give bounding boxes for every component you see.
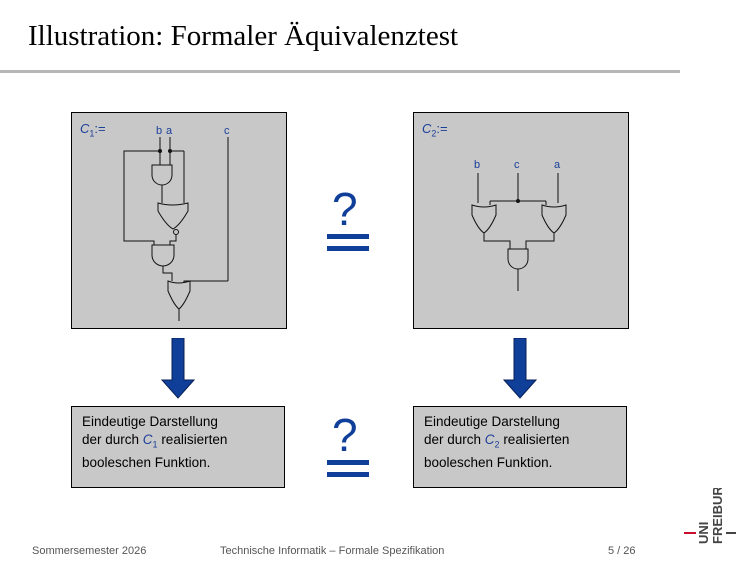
- circuit-2-or-gate-left: [471, 204, 497, 234]
- arrow-down-icon-right: [502, 338, 538, 399]
- logo-line-2: FREIBURG: [710, 488, 725, 544]
- bottom-equal-bar-upper: [327, 460, 369, 465]
- circuit-1-input-c: c: [224, 125, 230, 137]
- circuit-1-box: C1:= b a c: [71, 112, 287, 329]
- result-1-line-2: der durch C1 realisierten: [82, 431, 274, 454]
- result-1-line-2-post: realisierten: [157, 432, 228, 447]
- top-question-mark: ?: [332, 183, 358, 235]
- result-2-circuit-sub: 2: [494, 439, 500, 450]
- result-2-line-1: Eindeutige Darstellung: [424, 414, 560, 429]
- circuit-2-input-b: b: [474, 159, 480, 171]
- circuit-2-input-c: c: [514, 159, 520, 171]
- top-equal-bar-upper: [327, 234, 369, 239]
- result-2-line-2-post: realisierten: [499, 432, 570, 447]
- result-1-circuit-ref: C1: [142, 432, 158, 450]
- circuit-1-label-assign: :=: [94, 121, 106, 136]
- slide-title: Illustration: Formaler Äquivalenztest: [28, 20, 459, 52]
- circuit-2-and-gate-bottom: [507, 248, 529, 270]
- circuit-1-and-gate-3: [151, 244, 175, 267]
- circuit-2-input-a: a: [554, 159, 561, 171]
- result-1-circuit-var: C: [142, 432, 153, 447]
- result-2-circuit-var: C: [484, 432, 495, 447]
- title-rule: [0, 70, 680, 73]
- footer-course: Technische Informatik – Formale Spezifik…: [220, 545, 445, 557]
- top-equal-bar-lower: [327, 246, 369, 251]
- footer-page-number: 5 / 26: [608, 545, 636, 557]
- bottom-equal-bar-lower: [327, 472, 369, 477]
- result-2-line-3: booleschen Funktion.: [424, 454, 553, 470]
- circuit-1-label-sub: 1: [89, 128, 95, 139]
- circuit-1-schematic: b a c: [123, 125, 230, 321]
- result-1-line-1: Eindeutige Darstellung: [82, 414, 218, 429]
- circuit-2-or-gate-right: [541, 204, 567, 234]
- circuit-2-schematic: b c a: [471, 159, 567, 291]
- footer-semester: Sommersemester 2026: [32, 545, 147, 557]
- bottom-question-mark: ?: [332, 409, 358, 461]
- result-2-line-2-pre: der durch: [424, 432, 485, 447]
- result-2-line-2: der durch C2 realisierten: [424, 431, 616, 454]
- circuit-2-box: C2:= b c a: [413, 112, 629, 329]
- result-1-circuit-sub: 1: [152, 439, 158, 450]
- circuit-1-input-b: b: [156, 125, 162, 137]
- result-2-box: Eindeutige Darstellung der durch C2 real…: [413, 406, 627, 488]
- result-1-line-3: booleschen Funktion.: [82, 454, 211, 470]
- circuit-2-label-assign: :=: [436, 121, 448, 136]
- circuit-1-label: C1:=: [80, 121, 106, 139]
- circuit-2-label-var: C: [422, 121, 432, 136]
- arrow-down-icon-left: [160, 338, 196, 399]
- circuit-2-label-sub: 2: [431, 128, 437, 139]
- university-logo: UNI FREIBURG: [684, 488, 736, 544]
- circuit-1-or-gate-4: [167, 280, 191, 310]
- circuit-1-or-gate-2: [157, 202, 189, 230]
- circuit-1-and-gate-1: [151, 164, 173, 186]
- circuit-1-label-var: C: [80, 121, 90, 136]
- result-2-circuit-ref: C2: [484, 432, 500, 450]
- circuit-2-label: C2:=: [422, 121, 448, 139]
- result-1-box: Eindeutige Darstellung der durch C1 real…: [71, 406, 285, 488]
- circuit-1-input-a: a: [166, 125, 173, 137]
- result-1-line-2-pre: der durch: [82, 432, 143, 447]
- logo-line-1: UNI: [696, 522, 711, 544]
